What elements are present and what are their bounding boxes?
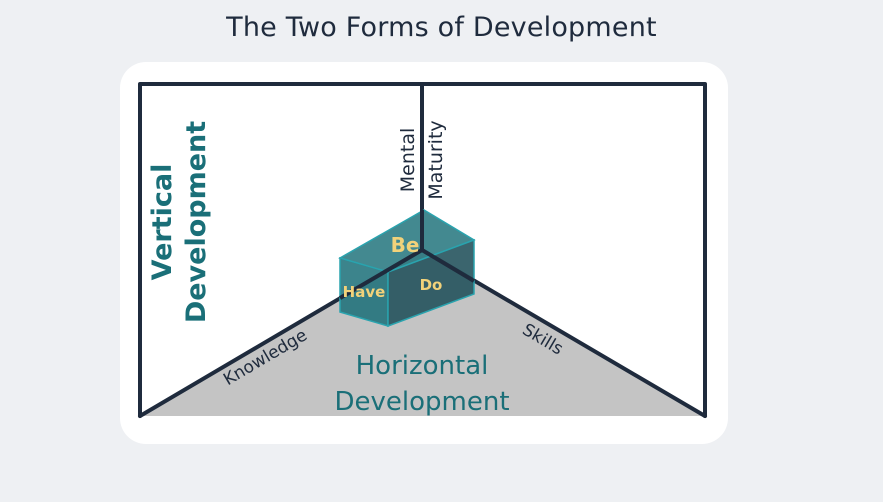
vertical-development-label: Vertical Development bbox=[147, 121, 212, 323]
horizontal-floor bbox=[140, 250, 705, 416]
horizontal-label-line1: Horizontal bbox=[356, 351, 489, 381]
be-have-do-cube bbox=[338, 209, 476, 328]
cube-axis-right bbox=[420, 248, 476, 283]
maturity-label: Maturity bbox=[425, 120, 447, 199]
be-label: Be bbox=[391, 233, 420, 257]
mental-label-group: Mental bbox=[397, 128, 419, 193]
do-label: Do bbox=[420, 276, 443, 294]
vertical-label-line2: Development bbox=[181, 121, 212, 323]
mental-label: Mental bbox=[397, 128, 419, 193]
vertical-label-line1: Vertical bbox=[147, 164, 178, 281]
cube-axis-left bbox=[338, 248, 424, 300]
maturity-label-group: Maturity bbox=[425, 120, 447, 199]
horizontal-label-line2: Development bbox=[334, 387, 509, 417]
have-label: Have bbox=[343, 283, 386, 301]
page-title: The Two Forms of Development bbox=[226, 12, 657, 43]
cube-right-face bbox=[387, 238, 475, 328]
